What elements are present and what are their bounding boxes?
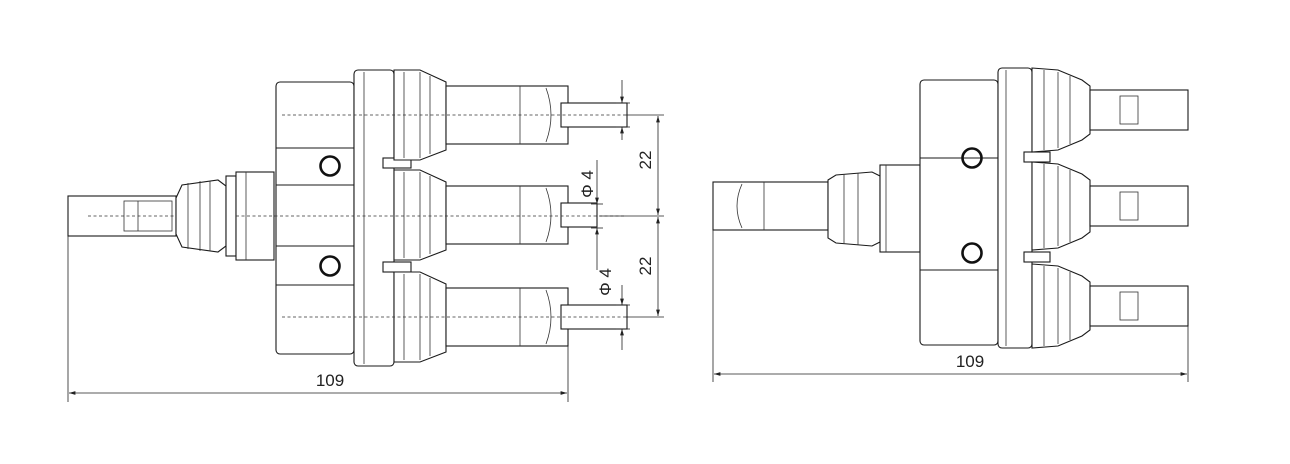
left-pitch-lower-label: 22	[636, 257, 655, 276]
right-input-pin	[712, 164, 921, 253]
left-output-plug-bottom	[393, 271, 628, 363]
right-output-socket-top	[1031, 67, 1189, 153]
right-output-socket-bottom	[1031, 263, 1189, 349]
right-ring-upper-icon	[961, 147, 983, 169]
left-pin-dia-middle: Φ 4 Φ 4	[578, 160, 615, 296]
left-body	[275, 69, 412, 367]
left-ring-lower-icon	[319, 255, 341, 277]
right-ring-lower-icon	[961, 242, 983, 264]
left-ring-upper-icon	[319, 155, 341, 177]
left-pin-dia-upper-label: Φ 4	[578, 170, 597, 198]
left-pitch-upper-label: 22	[636, 151, 655, 170]
right-length-dimension: 109	[712, 230, 1189, 382]
left-pin-dia-upper	[616, 80, 630, 140]
left-input-cable	[67, 195, 177, 237]
left-view: 22 22 Φ 4 Φ 4 109	[67, 69, 664, 402]
left-pin-dia-lower	[616, 285, 630, 350]
left-output-plug-middle	[393, 169, 598, 261]
right-length-label: 109	[956, 352, 984, 371]
left-length-dimension: 109	[67, 236, 569, 402]
left-pitch-dimension: 22 22	[600, 114, 664, 318]
left-pin-dia-lower-label: Φ 4	[596, 268, 615, 296]
right-output-socket-middle	[1031, 161, 1189, 251]
left-length-label: 109	[316, 371, 344, 390]
right-body	[919, 67, 1051, 349]
right-view: 109	[712, 67, 1189, 382]
